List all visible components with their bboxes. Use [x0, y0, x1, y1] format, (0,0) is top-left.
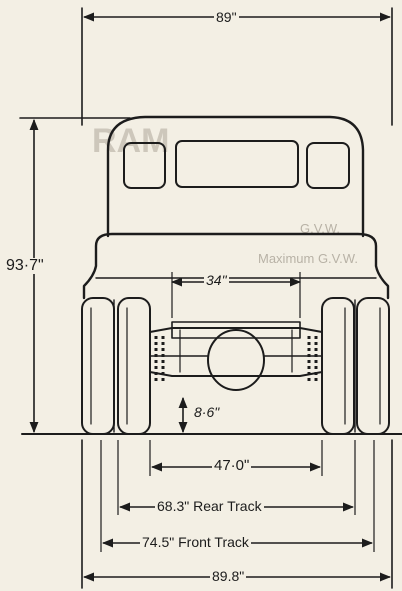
- overall-height-label: 93·7ʺ: [4, 257, 46, 274]
- overall-width-lower-label: 89.8ʺ: [210, 568, 247, 584]
- bleed-heading: RAM: [92, 122, 170, 160]
- ground-clearance-label: 8·6ʺ: [192, 404, 222, 420]
- front-track-label: 74.5ʺ Front Track: [140, 534, 251, 550]
- rear-track-label: 68.3ʺ Rear Track: [155, 498, 264, 514]
- frame-width-label: 47·0ʺ: [212, 457, 252, 474]
- bleed-line-1: G.V.W.: [300, 221, 340, 236]
- overall-width-label: 89ʺ: [214, 9, 239, 25]
- axle-width-label: 34ʺ: [204, 272, 229, 288]
- bleed-line-2: Maximum G.V.W.: [258, 251, 358, 266]
